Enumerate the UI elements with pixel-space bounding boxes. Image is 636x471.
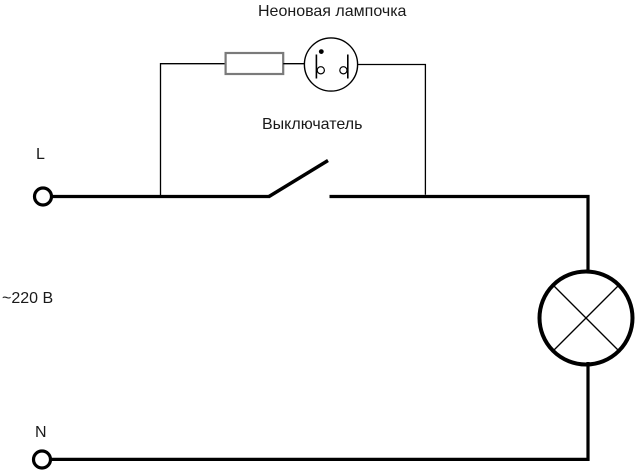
live-terminal-label: L	[36, 146, 45, 163]
switch-blade	[268, 159, 329, 198]
neon-bulb-circle	[303, 37, 359, 92]
neon-electrode-left-tip	[316, 66, 325, 75]
neon-gas-dot	[318, 49, 324, 54]
neon-electrode-right-tip	[339, 66, 348, 75]
switch-label: Выключатель	[262, 116, 363, 133]
neutral-terminal-label: N	[35, 424, 47, 441]
wire-lamp-to-neutral	[52, 362, 590, 461]
wire-switch-to-lamp	[329, 194, 590, 273]
neon-branch	[159, 37, 427, 195]
neutral-terminal-circle	[31, 449, 53, 470]
wire-branch-right	[357, 63, 427, 195]
mains-wiring	[31, 159, 635, 470]
resistor-body	[224, 51, 285, 76]
voltage-label: ~220 В	[2, 290, 54, 307]
live-terminal-circle	[32, 186, 54, 207]
lamp-cross-line-2	[552, 284, 620, 352]
wire-branch-left	[159, 63, 226, 195]
neon-lamp-label: Неоновая лампочка	[258, 3, 407, 20]
